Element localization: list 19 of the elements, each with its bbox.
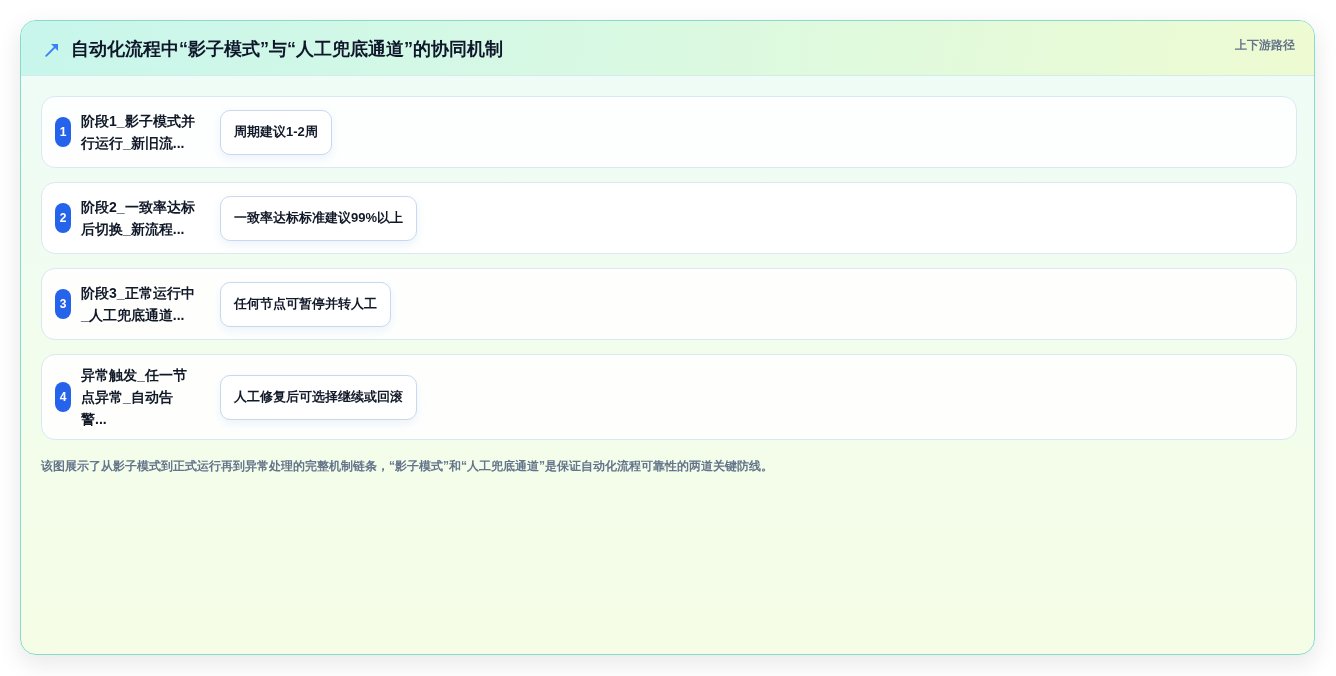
stage-text: 阶段3_正常运行中_人工兜底通道... — [81, 284, 196, 325]
step-number-badge: 3 — [55, 289, 71, 319]
note-tag: 任何节点可暂停并转人工 — [220, 281, 391, 327]
stage-text: 异常触发_任一节点异常_自动告警... — [81, 366, 188, 429]
stage-row — [41, 96, 1297, 168]
step-number-badge: 1 — [55, 117, 71, 147]
header-note: 上下游路径 — [1235, 37, 1295, 53]
note-tag: 一致率达标标准建议99%以上 — [220, 195, 418, 241]
note-tag: 人工修复后可选择继续或回滚 — [220, 374, 417, 420]
stage-text: 阶段1_影子模式并行运行_新旧流... — [81, 112, 196, 153]
step-number-badge: 2 — [55, 203, 71, 233]
stage-row — [41, 354, 1297, 440]
stage-row — [41, 268, 1297, 340]
note-tag: 周期建议1-2周 — [220, 109, 332, 155]
step-number-badge: 4 — [55, 382, 71, 412]
caption-text: 该图展示了从影子模式到正式运行再到异常处理的完整机制链条，“影子模式”和“人工兜底通道”是保证自动化流程可靠性的两道关键防线。 — [41, 458, 773, 475]
stage-row — [41, 182, 1297, 254]
stage-text: 阶段2_一致率达标后切换_新流程... — [81, 198, 196, 239]
diagram-title: 自动化流程中“影子模式”与“人工兜底通道”的协同机制 — [71, 38, 503, 61]
